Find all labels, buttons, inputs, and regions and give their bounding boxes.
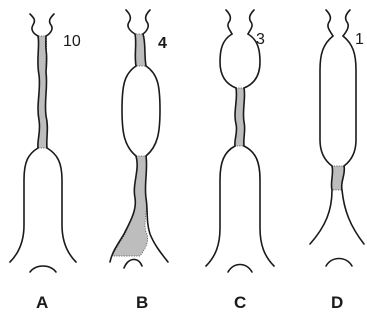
panel-a-body [10,148,76,262]
panel-d-top-wave [326,10,350,36]
panel-d-body [320,36,356,166]
panel-a-bottom-arch [30,266,56,272]
panel-b-letter: B [136,293,148,312]
panel-b-top-wave [126,10,150,34]
panel-d [310,10,364,266]
panel-a-letter: A [36,293,48,312]
panel-c-top-wave [226,10,254,34]
panel-d-bottom-arch [326,259,352,267]
panel-d-number: 1 [355,31,364,48]
panel-b-thrombus-lower [112,156,148,256]
panel-c-bottom-arch [228,265,252,273]
panel-a-number: 10 [63,33,81,50]
panel-b-capsule [122,66,160,156]
panel-c-bulb [220,34,260,88]
panel-d-letter: D [331,293,343,312]
panel-a [10,14,76,272]
panel-c-letter: C [234,293,246,312]
panel-c-body [206,146,274,266]
panel-b-bottom-arch [124,259,142,268]
panel-a-top-wave [30,14,54,36]
panel-b-number: 4 [158,35,167,52]
panel-c-number: 3 [256,31,265,48]
panel-c [206,10,274,272]
